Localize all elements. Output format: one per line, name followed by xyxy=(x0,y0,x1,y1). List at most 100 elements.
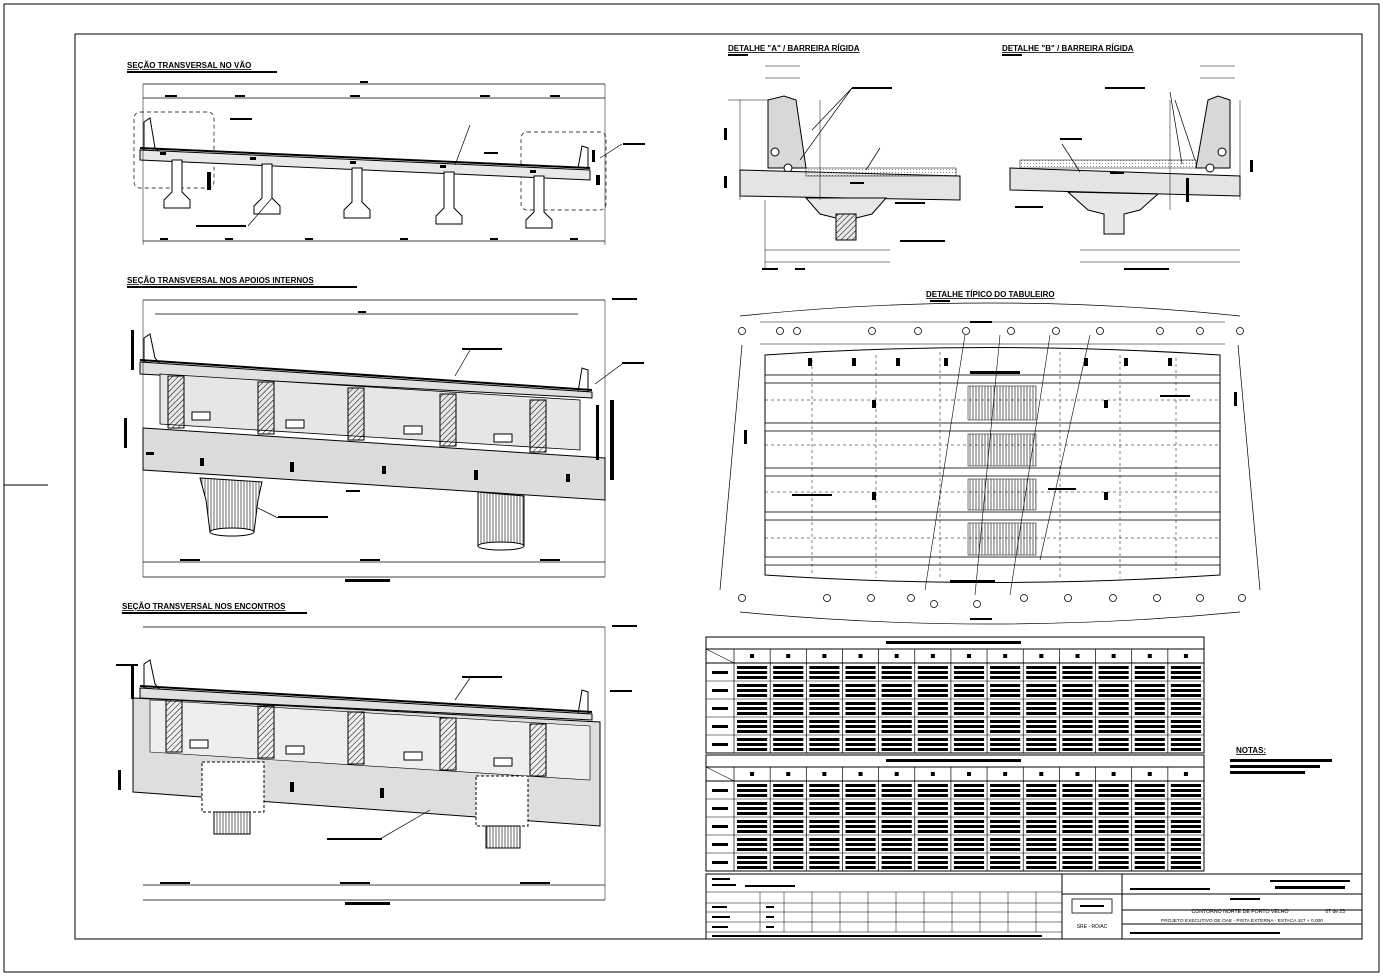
table-cell xyxy=(1026,830,1057,833)
table-header-cell xyxy=(1147,654,1152,658)
table-cell xyxy=(1062,720,1093,723)
table-cell xyxy=(990,825,1021,828)
table-cell xyxy=(881,784,912,787)
table-cell xyxy=(990,838,1021,841)
table-cell xyxy=(773,707,804,710)
table-cell xyxy=(773,671,804,674)
table-cell xyxy=(917,748,948,751)
table-cell xyxy=(1134,838,1165,841)
table-cell xyxy=(845,666,876,669)
table-cell xyxy=(1098,707,1129,710)
table-cell xyxy=(990,676,1021,679)
table-cell xyxy=(809,725,840,728)
table-header-cell xyxy=(1183,654,1188,658)
table-cell xyxy=(1026,807,1057,810)
table-cell xyxy=(990,843,1021,846)
table-cell xyxy=(1170,802,1201,805)
table-cell xyxy=(1026,784,1057,787)
table-cell xyxy=(1134,802,1165,805)
table-cell xyxy=(1026,676,1057,679)
table-cell xyxy=(1062,812,1093,815)
table-cell xyxy=(1062,843,1093,846)
table-cell xyxy=(1098,812,1129,815)
table-header-cell xyxy=(894,772,899,776)
table-cell xyxy=(809,794,840,797)
table-cell xyxy=(845,671,876,674)
table-cell xyxy=(990,861,1021,864)
table-cell xyxy=(1026,743,1057,746)
table-cell xyxy=(1062,671,1093,674)
table-header-cell xyxy=(967,772,971,776)
table-cell xyxy=(1062,666,1093,669)
table-cell xyxy=(1098,738,1129,741)
table-cell xyxy=(990,820,1021,823)
table-cell xyxy=(953,830,985,833)
table-cell xyxy=(990,702,1021,705)
table-title xyxy=(886,641,1021,644)
table-cell xyxy=(1062,856,1093,859)
table-cell xyxy=(1134,748,1165,751)
table-header-cell xyxy=(967,654,971,658)
table-cell xyxy=(737,748,768,751)
table-cell xyxy=(1170,676,1201,679)
table-cell xyxy=(881,861,912,864)
table-cell xyxy=(990,738,1021,741)
table-cell xyxy=(953,843,985,846)
table-cell xyxy=(990,807,1021,810)
table-cell xyxy=(1098,856,1129,859)
table-cell xyxy=(845,720,876,723)
table-cell xyxy=(1062,848,1093,851)
table-cell xyxy=(990,694,1021,697)
table-cell xyxy=(1170,666,1201,669)
table-cell xyxy=(953,807,985,810)
table-cell xyxy=(845,807,876,810)
table-cell xyxy=(1170,830,1201,833)
table-cell xyxy=(773,830,804,833)
table-cell xyxy=(881,789,912,792)
table-cell xyxy=(1062,707,1093,710)
table-cell xyxy=(1134,812,1165,815)
table-cell xyxy=(773,789,804,792)
table-cell xyxy=(737,807,768,810)
table-cell xyxy=(953,866,985,869)
table-cell xyxy=(1134,789,1165,792)
table-cell xyxy=(953,784,985,787)
table-cell xyxy=(809,748,840,751)
table-cell xyxy=(1062,725,1093,728)
table-cell xyxy=(881,794,912,797)
table-cell xyxy=(773,684,804,687)
table-cell xyxy=(953,838,985,841)
table-cell xyxy=(953,748,985,751)
title-detalhe-a: DETALHE "A" / BARREIRA RÍGIDA xyxy=(728,44,860,53)
table-cell xyxy=(881,694,912,697)
table-cell xyxy=(773,856,804,859)
table-cell xyxy=(990,707,1021,710)
table-cell xyxy=(1170,825,1201,828)
table-cell xyxy=(1026,794,1057,797)
table-cell xyxy=(953,794,985,797)
table-cell xyxy=(773,866,804,869)
table-cell xyxy=(773,694,804,697)
table-cell xyxy=(809,784,840,787)
table-cell xyxy=(737,676,768,679)
table-cell xyxy=(1170,838,1201,841)
table-header-cell xyxy=(858,772,863,776)
table-cell xyxy=(1134,856,1165,859)
table-cell xyxy=(953,712,985,715)
table-cell xyxy=(1134,843,1165,846)
table-cell xyxy=(990,830,1021,833)
table-cell xyxy=(809,866,840,869)
table-cell xyxy=(1098,848,1129,851)
org-name: SRE - RO/AC xyxy=(1077,924,1108,930)
table-cell xyxy=(1026,702,1057,705)
table-cell xyxy=(917,730,948,733)
table-cell xyxy=(845,820,876,823)
table-cell xyxy=(1098,676,1129,679)
table-cell xyxy=(1098,843,1129,846)
table-cell xyxy=(1026,861,1057,864)
section-internal-supports: SEÇÃO TRANSVERSAL NOS APOIOS INTERNOS xyxy=(124,276,644,582)
table-cell xyxy=(737,848,768,851)
table-cell xyxy=(773,794,804,797)
table-cell xyxy=(1134,720,1165,723)
